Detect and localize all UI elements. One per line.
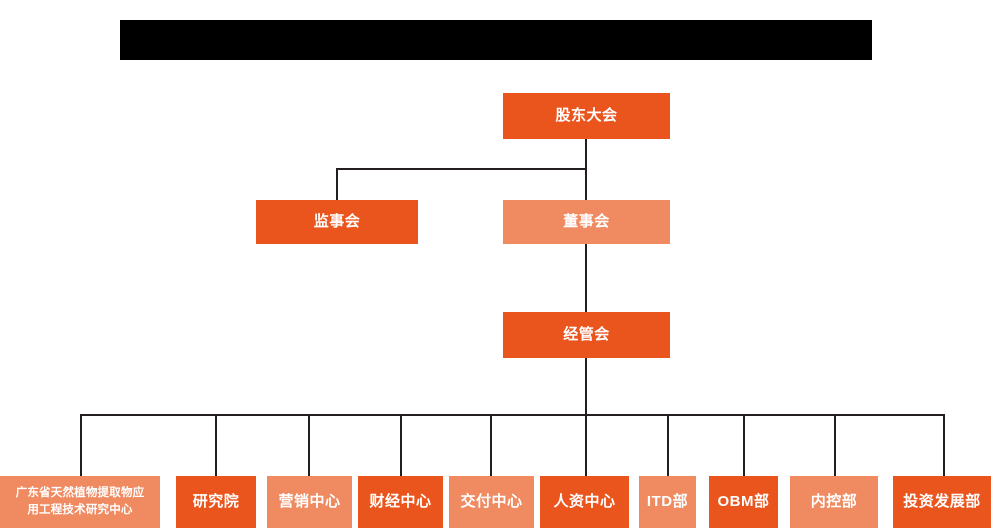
node-dept-obm[interactable]: OBM部 <box>709 476 778 528</box>
connector-to-dept-10 <box>943 414 945 476</box>
node-dept-investment-development[interactable]: 投资发展部 <box>893 476 991 528</box>
connector-level2-bus <box>336 168 587 170</box>
node-label: 股东大会 <box>555 106 618 124</box>
node-dept-delivery-center[interactable]: 交付中心 <box>449 476 534 528</box>
connector-to-dept-6 <box>585 414 587 476</box>
node-label: 人资中心 <box>553 492 616 510</box>
connector-to-directors <box>585 168 587 201</box>
connector-to-dept-8 <box>743 414 745 476</box>
node-label: 营销中心 <box>278 492 341 510</box>
node-label: 董事会 <box>563 212 610 230</box>
node-dept-internal-control[interactable]: 内控部 <box>790 476 878 528</box>
node-shareholders-meeting[interactable]: 股东大会 <box>503 93 670 139</box>
redacted-title-bar <box>120 20 872 60</box>
connector-departments-bus <box>80 414 944 416</box>
node-label: OBM部 <box>717 492 770 510</box>
connector-to-dept-9 <box>834 414 836 476</box>
connector-to-dept-1 <box>80 414 82 476</box>
node-label: 财经中心 <box>369 492 432 510</box>
node-board-of-directors[interactable]: 董事会 <box>503 200 670 244</box>
node-dept-finance-center[interactable]: 财经中心 <box>358 476 443 528</box>
node-dept-research-institute[interactable]: 研究院 <box>176 476 256 528</box>
connector-to-dept-4 <box>400 414 402 476</box>
connector-to-dept-3 <box>308 414 310 476</box>
node-label: ITD部 <box>646 492 689 510</box>
node-dept-hr-center[interactable]: 人资中心 <box>540 476 629 528</box>
node-label: 投资发展部 <box>903 492 981 510</box>
connector-to-dept-2 <box>215 414 217 476</box>
connector-to-dept-5 <box>490 414 492 476</box>
node-dept-guangdong-research-center[interactable]: 广东省天然植物提取物应用工程技术研究中心 <box>0 476 160 528</box>
node-board-of-supervisors[interactable]: 监事会 <box>256 200 418 244</box>
node-label: 内控部 <box>810 492 858 510</box>
node-label: 经管会 <box>563 325 610 343</box>
node-dept-marketing-center[interactable]: 营销中心 <box>267 476 352 528</box>
connector-shareholders-stem <box>585 139 587 169</box>
connector-to-dept-7 <box>667 414 669 476</box>
node-label: 广东省天然植物提取物应用工程技术研究中心 <box>15 487 145 516</box>
node-label: 监事会 <box>313 212 361 230</box>
node-dept-itd[interactable]: ITD部 <box>639 476 696 528</box>
connector-to-supervisors <box>336 168 338 201</box>
connector-management-stem <box>585 358 587 416</box>
node-management-committee[interactable]: 经管会 <box>503 312 670 358</box>
node-label: 研究院 <box>192 492 240 510</box>
connector-directors-to-management <box>585 243 587 320</box>
node-label: 交付中心 <box>460 492 523 510</box>
